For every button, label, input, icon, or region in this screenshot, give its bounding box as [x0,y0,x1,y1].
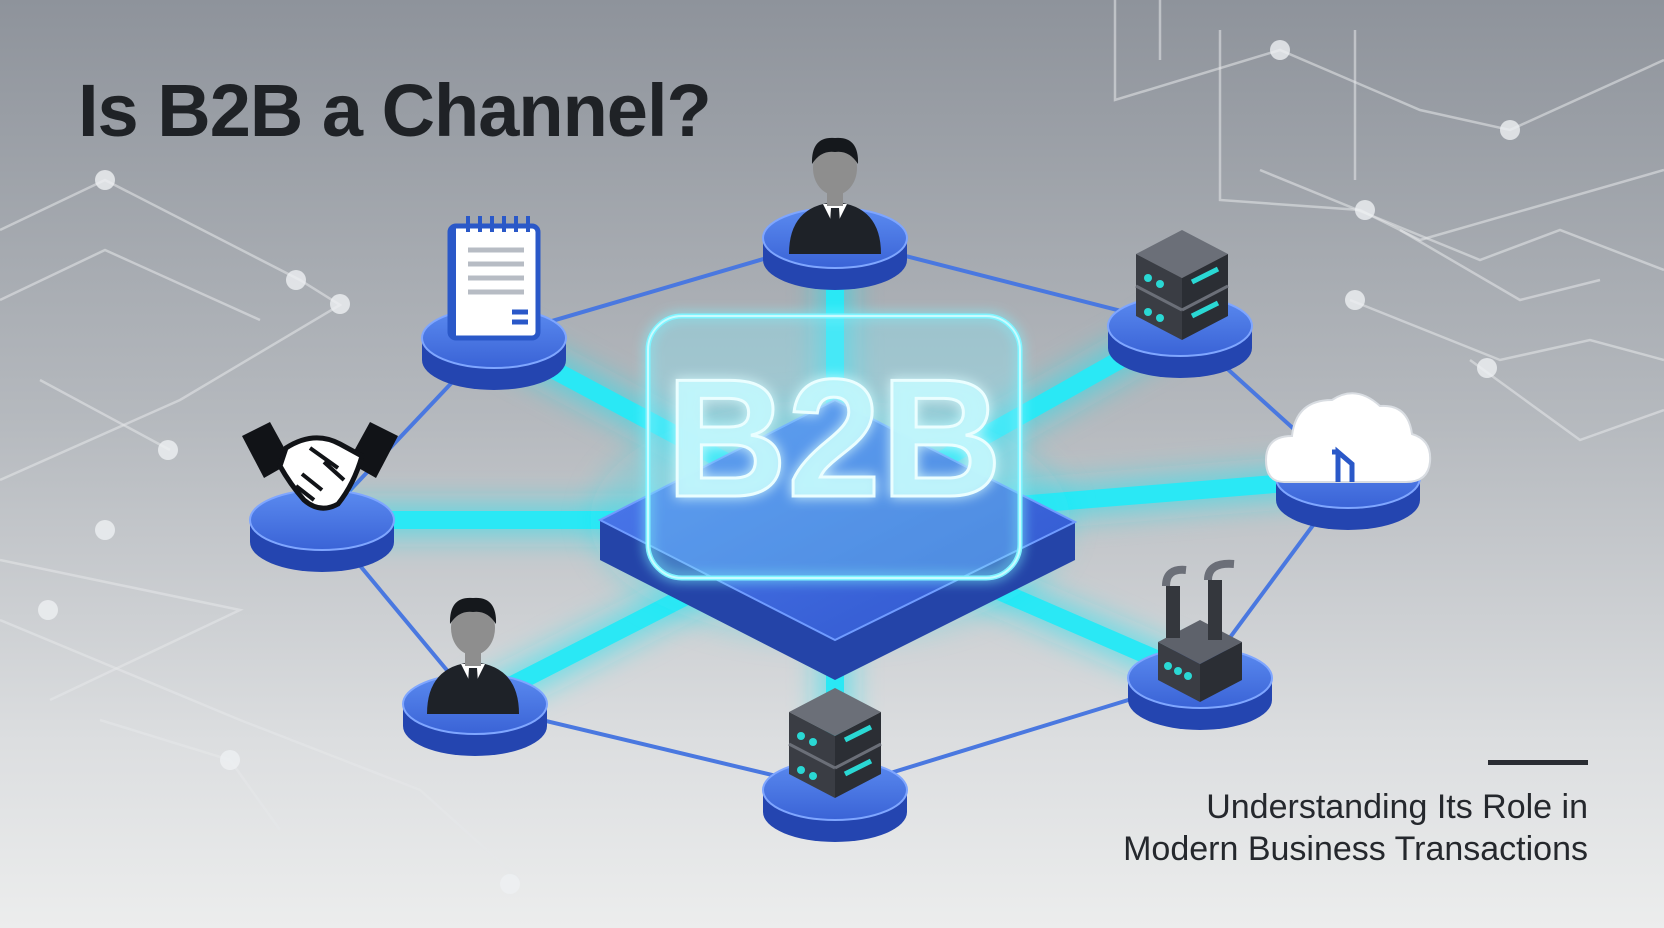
subtitle-line-2: Modern Business Transactions [1123,830,1588,868]
subtitle-divider [1488,760,1588,765]
server-icon [1135,230,1229,340]
hub-label: B2B [666,344,1002,532]
subtitle-line-1: Understanding Its Role in [1206,788,1588,826]
cloud-icon [1264,392,1432,483]
businessman-icon [789,137,881,254]
page-title: Is B2B a Channel? [78,69,712,152]
businessman-icon [427,597,519,714]
b2b-glass-panel: B2B [645,313,1023,581]
factory-icon [1158,559,1242,702]
document-icon [447,216,541,341]
handshake-icon [242,422,398,511]
subtitle: Understanding Its Role in Modern Busines… [1123,786,1588,870]
node-left [249,489,395,572]
server-icon [788,688,882,798]
circuit-dots [38,40,1520,894]
